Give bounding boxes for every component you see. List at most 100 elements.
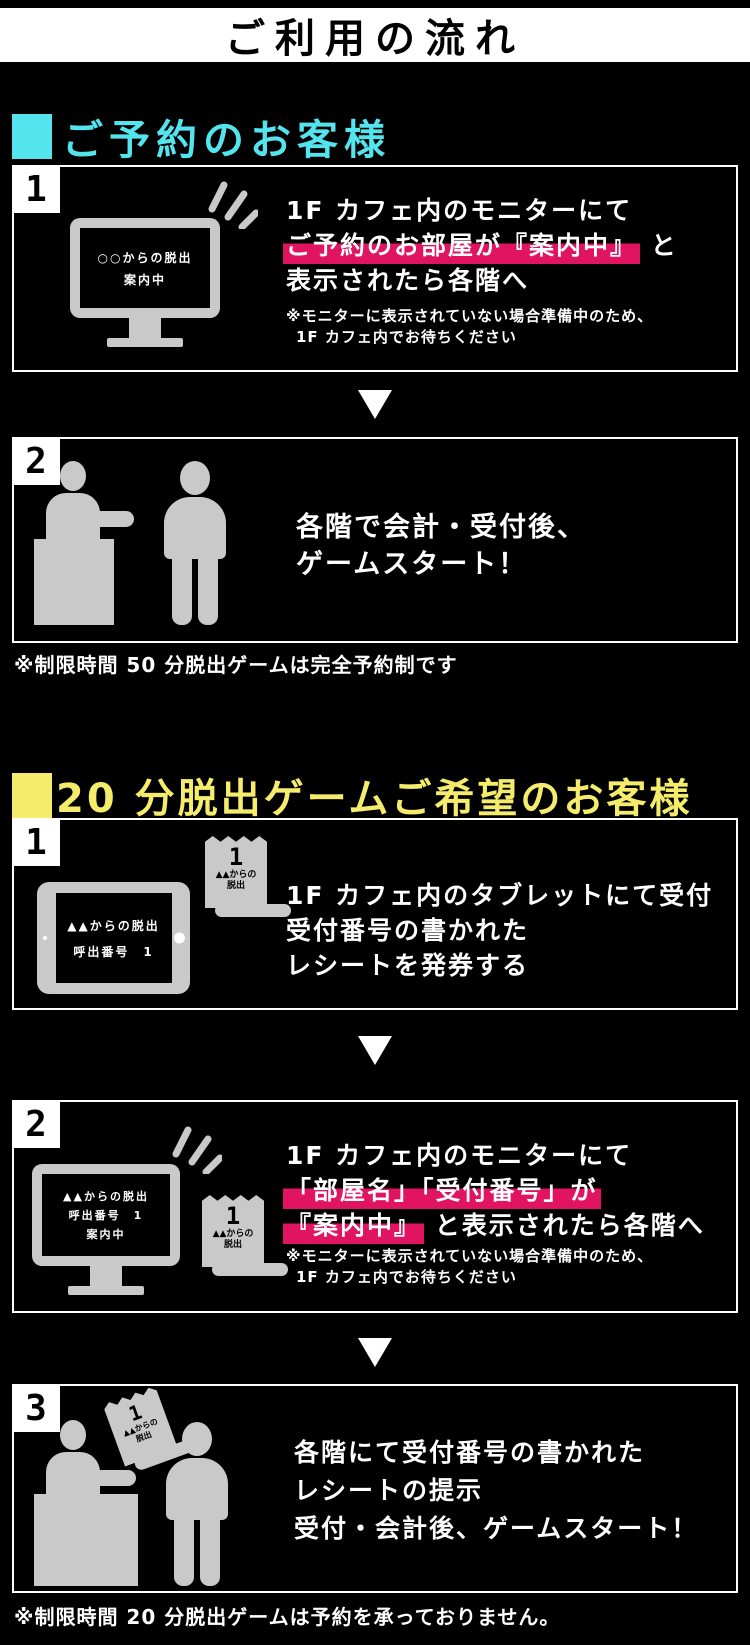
step-line: レシートの提示 xyxy=(294,1476,484,1505)
down-triangle xyxy=(358,390,392,419)
tablet-camera-dot xyxy=(43,936,47,940)
step-line: 受付番号の書かれた xyxy=(286,916,530,945)
section-heading-20min: 20 分脱出ゲームご希望のお客様 xyxy=(12,766,692,824)
down-arrow-icon xyxy=(0,1338,750,1367)
monitor-frame: ▲▲からの脱出 呼出番号 1 案内中 xyxy=(32,1164,180,1266)
receptionist-head xyxy=(60,461,86,491)
down-triangle xyxy=(358,1338,392,1367)
tablet-screen-line: 呼出番号 1 xyxy=(73,944,154,959)
alert-lines-icon xyxy=(208,181,258,229)
person-torso xyxy=(164,497,226,559)
person-head xyxy=(180,461,210,495)
step-note: ※モニターに表示されていない場合準備中のため、 xyxy=(286,307,654,325)
monitor-stand xyxy=(90,1266,122,1286)
monitor-screen-line: 呼出番号 1 xyxy=(68,1209,144,1222)
reception-desk-icon xyxy=(32,459,162,631)
standing-person-icon xyxy=(164,1422,230,1586)
down-arrow-icon xyxy=(0,390,750,419)
step-line: 1F カフェ内のモニターにて xyxy=(286,1141,633,1170)
monitor-screen: ○○からの脱出 案内中 xyxy=(80,228,210,308)
person-legs xyxy=(162,559,228,625)
twenty-step3-text: 各階にて受付番号の書かれた レシートの提示 受付・会計後、ゲームスタート！ xyxy=(294,1434,698,1548)
reception-desk-icon xyxy=(30,1414,160,1586)
monitor-base xyxy=(107,338,183,347)
tablet-screen: ▲▲からの脱出 呼出番号 1 xyxy=(55,893,172,983)
receptionist-head xyxy=(60,1420,86,1450)
tablet-icon: ▲▲からの脱出 呼出番号 1 xyxy=(37,882,190,994)
down-arrow-icon xyxy=(0,1036,750,1065)
yellow-square-bullet-icon xyxy=(12,772,52,818)
tablet-home-button xyxy=(174,932,185,944)
step-note: 1F カフェ内でお待ちください xyxy=(296,328,517,346)
step-note: 1F カフェ内でお待ちください xyxy=(296,1268,517,1286)
twenty-step2-text: 1F カフェ内のモニターにて 「部屋名」「受付番号」が 『案内中』 と表示された… xyxy=(283,1138,705,1288)
person-torso xyxy=(166,1458,228,1520)
receipt-curl xyxy=(215,904,291,917)
receptionist-arm xyxy=(82,1470,136,1486)
step-line: ゲームスタート！ xyxy=(296,549,528,580)
step-line: 各階にて受付番号の書かれた xyxy=(294,1438,646,1467)
reserved-step1-text: 1F カフェ内のモニターにて ご予約のお部屋が『案内中』 と 表示されたら各階へ… xyxy=(283,193,678,348)
reserved-footnote: ※制限時間 50 分脱出ゲームは完全予約制です xyxy=(14,653,458,677)
step-number-badge: 1 xyxy=(12,165,60,213)
highlighted-text: 「部屋名」「受付番号」が xyxy=(283,1176,601,1209)
step-line: ご予約のお部屋が『案内中』 と xyxy=(283,228,678,264)
step-line: 表示されたら各階へ xyxy=(286,266,530,295)
receipt-icon: 1 ▲▲からの 脱出 xyxy=(205,836,291,917)
step-number-badge: 2 xyxy=(12,1100,60,1148)
standing-person-icon xyxy=(162,461,228,625)
cyan-square-bullet-icon xyxy=(12,113,52,159)
plain-text: と xyxy=(640,231,678,260)
receipt-line: ▲▲からの xyxy=(212,1229,254,1239)
twenty-footnote: ※制限時間 20 分脱出ゲームは予約を承っておりません。 xyxy=(14,1605,561,1629)
step-number-badge: 1 xyxy=(12,818,60,866)
receipt-paper: 1 ▲▲からの 脱出 xyxy=(202,1195,264,1267)
counter xyxy=(34,1494,138,1586)
twenty-step1-box: 1 ▲▲からの脱出 呼出番号 1 1 ▲▲からの 脱出 1F カフェ内のタブレッ… xyxy=(12,818,738,1010)
receptionist-arm xyxy=(80,511,134,527)
monitor-icon: ○○からの脱出 案内中 xyxy=(70,218,220,347)
step-number-badge: 3 xyxy=(12,1384,60,1432)
receipt-line: 脱出 xyxy=(226,881,245,891)
receipt-number: 1 xyxy=(228,843,244,871)
monitor-base xyxy=(68,1286,144,1295)
monitor-screen-line: 案内中 xyxy=(86,1228,126,1241)
step-line: 「部屋名」「受付番号」が xyxy=(283,1173,705,1209)
person-legs xyxy=(164,1520,230,1586)
alert-lines-icon xyxy=(172,1126,222,1174)
section-heading-20min-label: 20 分脱出ゲームご希望のお客様 xyxy=(56,776,693,822)
step-line: 各階で会計・受付後、 xyxy=(296,512,586,543)
monitor-stand xyxy=(129,318,161,338)
receipt-paper: 1 ▲▲からの 脱出 xyxy=(205,836,267,908)
step-line: 1F カフェ内のモニターにて xyxy=(286,196,633,225)
twenty-step2-box: 2 ▲▲からの脱出 呼出番号 1 案内中 1 ▲▲からの 脱出 1F カフェ内の… xyxy=(12,1100,738,1313)
reserved-step1-box: 1 ○○からの脱出 案内中 1F カフェ内のモニターにて ご予約のお部屋が『案内… xyxy=(12,165,738,372)
receipt-line: ▲▲からの xyxy=(215,870,257,880)
monitor-screen-line: ○○からの脱出 xyxy=(97,250,193,265)
twenty-step1-text: 1F カフェ内のタブレットにて受付 受付番号の書かれた レシートを発券する xyxy=(286,878,713,983)
counter xyxy=(34,539,114,625)
receipt-curl xyxy=(212,1263,288,1276)
step-note: ※モニターに表示されていない場合準備中のため、 xyxy=(286,1247,654,1265)
section-heading-reserved-label: ご予約のお客様 xyxy=(62,116,391,164)
reserved-step2-box: 2 各階で会計・受付後、 ゲームスタート！ xyxy=(12,437,738,643)
page-title: ご利用の流れ xyxy=(225,16,525,62)
step-line: 1F カフェ内のタブレットにて受付 xyxy=(286,881,714,910)
monitor-screen-line: 案内中 xyxy=(123,272,166,287)
receipt-icon: 1 ▲▲からの 脱出 xyxy=(202,1195,288,1276)
step-number-badge: 2 xyxy=(12,437,60,485)
person-head xyxy=(182,1422,212,1456)
step-line: 『案内中』 と表示されたら各階へ xyxy=(283,1208,705,1244)
monitor-frame: ○○からの脱出 案内中 xyxy=(70,218,220,318)
monitor-icon: ▲▲からの脱出 呼出番号 1 案内中 xyxy=(32,1164,180,1295)
highlighted-text: ご予約のお部屋が『案内中』 xyxy=(283,231,641,264)
tablet-screen-line: ▲▲からの脱出 xyxy=(67,918,160,933)
receipt-number: 1 xyxy=(225,1202,241,1230)
section-heading-reserved: ご予約のお客様 xyxy=(12,106,391,166)
title-band: ご利用の流れ xyxy=(0,8,750,62)
receipt-line: 脱出 xyxy=(223,1240,242,1250)
step-line: 受付・会計後、ゲームスタート！ xyxy=(294,1514,699,1543)
highlighted-text: 『案内中』 xyxy=(283,1211,425,1244)
monitor-screen-line: ▲▲からの脱出 xyxy=(63,1190,149,1203)
twenty-step3-box: 3 1 ▲▲からの 脱出 各階にて受付番号の書かれた レシートの提示 受付・会計… xyxy=(12,1384,738,1593)
